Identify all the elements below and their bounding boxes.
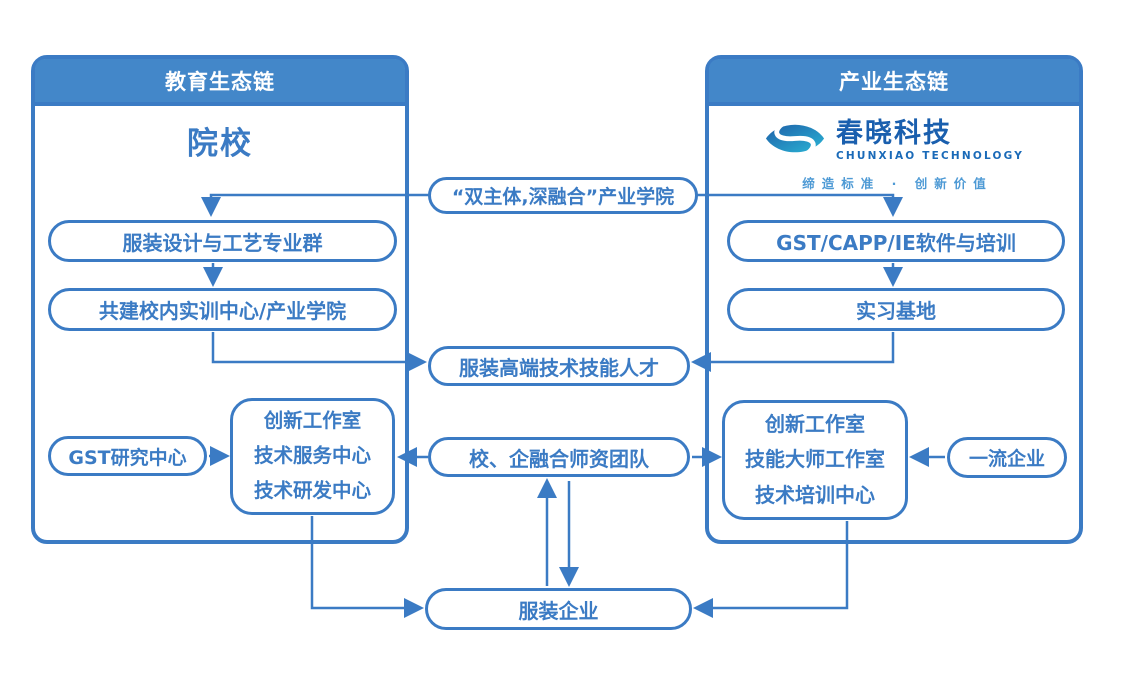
- swirl-eye-logo-icon: [764, 117, 826, 164]
- node-teacher-team: 校、企融合师资团队: [428, 437, 690, 477]
- node-fashion-design-group: 服装设计与工艺专业群: [48, 220, 397, 262]
- left-center-box-line: 技术研发中心: [253, 478, 371, 502]
- node-industry-college: “双主体,深融合”产业学院: [428, 177, 698, 214]
- node-top-enterprise: 一流企业: [947, 437, 1067, 478]
- education-chain-header: 教育生态链: [35, 59, 405, 106]
- logo-name-cn: 春晓科技: [835, 117, 952, 149]
- chunxiao-logo: 春晓科技 CHUNXIAO TECHNOLOGY 缔造标准 · 创新价值: [709, 117, 1079, 192]
- education-chain-header-label: 教育生态链: [165, 69, 275, 94]
- node-right-center-box: 创新工作室 技能大师工作室 技术培训中心: [722, 400, 908, 520]
- industry-chain-header: 产业生态链: [709, 59, 1079, 106]
- node-software-training: GST/CAPP/IE软件与培训: [727, 220, 1065, 262]
- logo-name-en: CHUNXIAO TECHNOLOGY: [835, 150, 1025, 163]
- right-center-box-line: 创新工作室: [765, 411, 865, 436]
- node-gst-research: GST研究中心: [48, 436, 207, 476]
- left-center-box-line: 技术服务中心: [253, 444, 371, 468]
- colleges-title: 院校: [187, 126, 253, 162]
- node-fashion-enterprise: 服装企业: [425, 588, 692, 630]
- right-center-box-line: 技能大师工作室: [745, 447, 885, 472]
- node-internship-base: 实习基地: [727, 288, 1065, 331]
- logo-tagline: 缔造标准 · 创新价值: [802, 176, 993, 191]
- node-training-center: 共建校内实训中心/产业学院: [48, 288, 397, 331]
- logo-texts: 春晓科技 CHUNXIAO TECHNOLOGY: [835, 117, 1025, 163]
- node-left-center-box: 创新工作室 技术服务中心 技术研发中心: [230, 398, 395, 515]
- right-center-box-line: 技术培训中心: [755, 482, 875, 507]
- left-center-box-line: 创新工作室: [263, 409, 362, 433]
- industry-chain-header-label: 产业生态链: [839, 69, 949, 94]
- node-talent: 服装高端技术技能人才: [428, 346, 690, 386]
- logo-row: 春晓科技 CHUNXIAO TECHNOLOGY: [764, 117, 1024, 164]
